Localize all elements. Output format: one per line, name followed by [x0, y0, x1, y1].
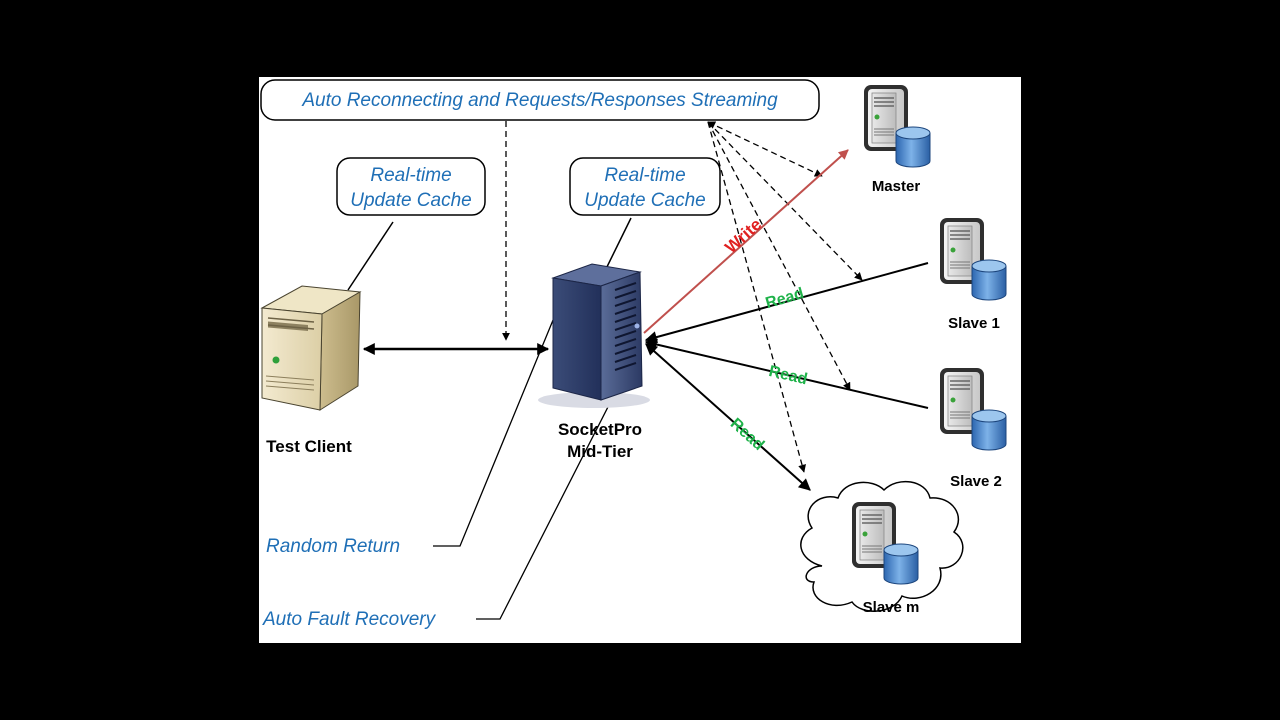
auto-fault-recovery-connector — [476, 347, 639, 620]
midtier-label-line2: Mid-Tier — [567, 442, 633, 461]
read-label-slave1: Read — [764, 285, 806, 312]
random-return-text: Random Return — [266, 536, 400, 557]
diagram-canvas: Write Read Read Read Auto Reconnecting a… — [259, 77, 1021, 643]
client-cache-line1: Real-time — [370, 165, 451, 186]
read-line-slave1 — [644, 262, 929, 343]
dashed-to-slave2 — [707, 121, 851, 391]
slave1-server-icon — [939, 217, 1007, 301]
dashed-to-master — [707, 121, 823, 177]
write-line — [643, 149, 849, 334]
client-cache-line2: Update Cache — [350, 190, 471, 211]
read-label-slave2: Read — [767, 363, 809, 388]
client-cache-callout: Real-time Update Cache — [336, 157, 486, 216]
read-label-slavem: Read — [727, 415, 767, 454]
client-callout-connector — [347, 221, 394, 291]
test-client-label: Test Client — [266, 437, 352, 456]
dashed-to-slave1 — [707, 121, 863, 281]
slave2-label: Slave 2 — [950, 473, 1002, 490]
midtier-cache-line2: Update Cache — [584, 190, 705, 211]
random-return-connector — [433, 307, 559, 547]
master-server-icon — [863, 84, 931, 168]
top-callout-text: Auto Reconnecting and Requests/Responses… — [301, 90, 778, 111]
midtier-cache-callout: Real-time Update Cache — [569, 157, 721, 216]
master-label: Master — [872, 178, 921, 195]
slavem-label: Slave m — [863, 599, 920, 616]
top-callout: Auto Reconnecting and Requests/Responses… — [260, 79, 820, 121]
midtier-label-line1: SocketPro — [558, 420, 642, 439]
client-server-icon — [260, 285, 362, 411]
tower-server-icon — [538, 263, 650, 408]
midtier-cache-line1: Real-time — [604, 165, 685, 186]
slave2-server-icon — [939, 367, 1007, 451]
slave1-label: Slave 1 — [948, 315, 1000, 332]
read-line-slavem — [645, 343, 811, 491]
auto-fault-recovery-text: Auto Fault Recovery — [262, 609, 437, 630]
